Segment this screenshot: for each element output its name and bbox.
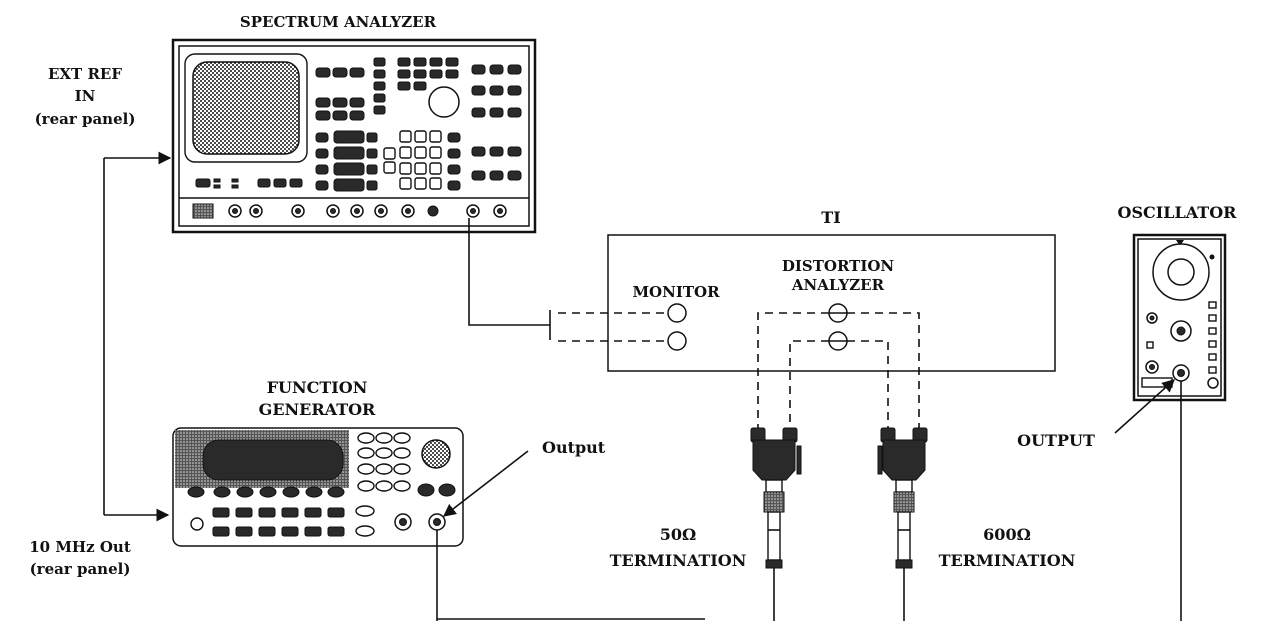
osc-output-label: OUTPUT: [1017, 431, 1095, 450]
distortion-wiring: [757, 312, 920, 430]
svg-text:EXT REF: EXT REF: [48, 65, 122, 83]
oscillator-dial-center: [1167, 258, 1195, 286]
ten-mhz-out-label: 10 MHz Out: [29, 538, 131, 556]
term-50-ohm-sublabel: TERMINATION: [610, 551, 747, 570]
fg-output-label: Output: [542, 438, 606, 457]
function-generator: FUNCTION GENERATOR: [172, 378, 464, 547]
ti-label: TI: [821, 208, 840, 227]
monitor-connector-2: [667, 331, 687, 351]
generator-display: [202, 439, 344, 481]
analyzer-to-monitor-cable: [468, 218, 668, 342]
monitor-label: MONITOR: [632, 283, 720, 301]
oscillator-label: OSCILLATOR: [1118, 203, 1238, 222]
termination-50-ohm: 50Ω TERMINATION: [610, 427, 802, 621]
analyzer-tuning-knob: [428, 86, 460, 118]
term-600-ohm-sublabel: TERMINATION: [939, 551, 1076, 570]
monitor-connector-1: [667, 303, 687, 323]
term-50-ohm-label: 50Ω: [660, 525, 697, 544]
generator-keypad: [187, 432, 456, 537]
termination-600-ohm: 600Ω TERMINATION: [877, 427, 1076, 621]
oscillator: OSCILLATOR: [1118, 203, 1238, 402]
distortion-analyzer-label-line2: ANALYZER: [791, 276, 885, 294]
generator-knob: [421, 439, 451, 469]
ten-mhz-out-sublabel: (rear panel): [30, 560, 131, 578]
osc-output-pointer: [1114, 379, 1175, 434]
svg-text:(rear panel): (rear panel): [35, 110, 136, 128]
distortion-analyzer-label: DISTORTION: [782, 257, 895, 275]
term-600-ohm-label: 600Ω: [983, 525, 1031, 544]
ti-unit: TI MONITOR DISTORTION ANALYZER: [607, 208, 1056, 372]
analyzer-screen: [192, 61, 300, 155]
analyzer-keypad: [195, 57, 522, 192]
analyzer-connectors: [192, 203, 507, 219]
spectrum-analyzer: SPECTRUM ANALYZER: [171, 13, 537, 234]
fg-output-pointer: [442, 450, 529, 517]
spectrum-analyzer-label: SPECTRUM ANALYZER: [240, 13, 437, 31]
ext-ref-in-label: EXT REF IN (rear panel): [35, 65, 136, 128]
ext-ref-cable: [103, 151, 172, 522]
function-generator-label: FUNCTION: [267, 378, 368, 397]
svg-text:IN: IN: [75, 87, 96, 105]
function-generator-label-line2: GENERATOR: [259, 400, 376, 419]
